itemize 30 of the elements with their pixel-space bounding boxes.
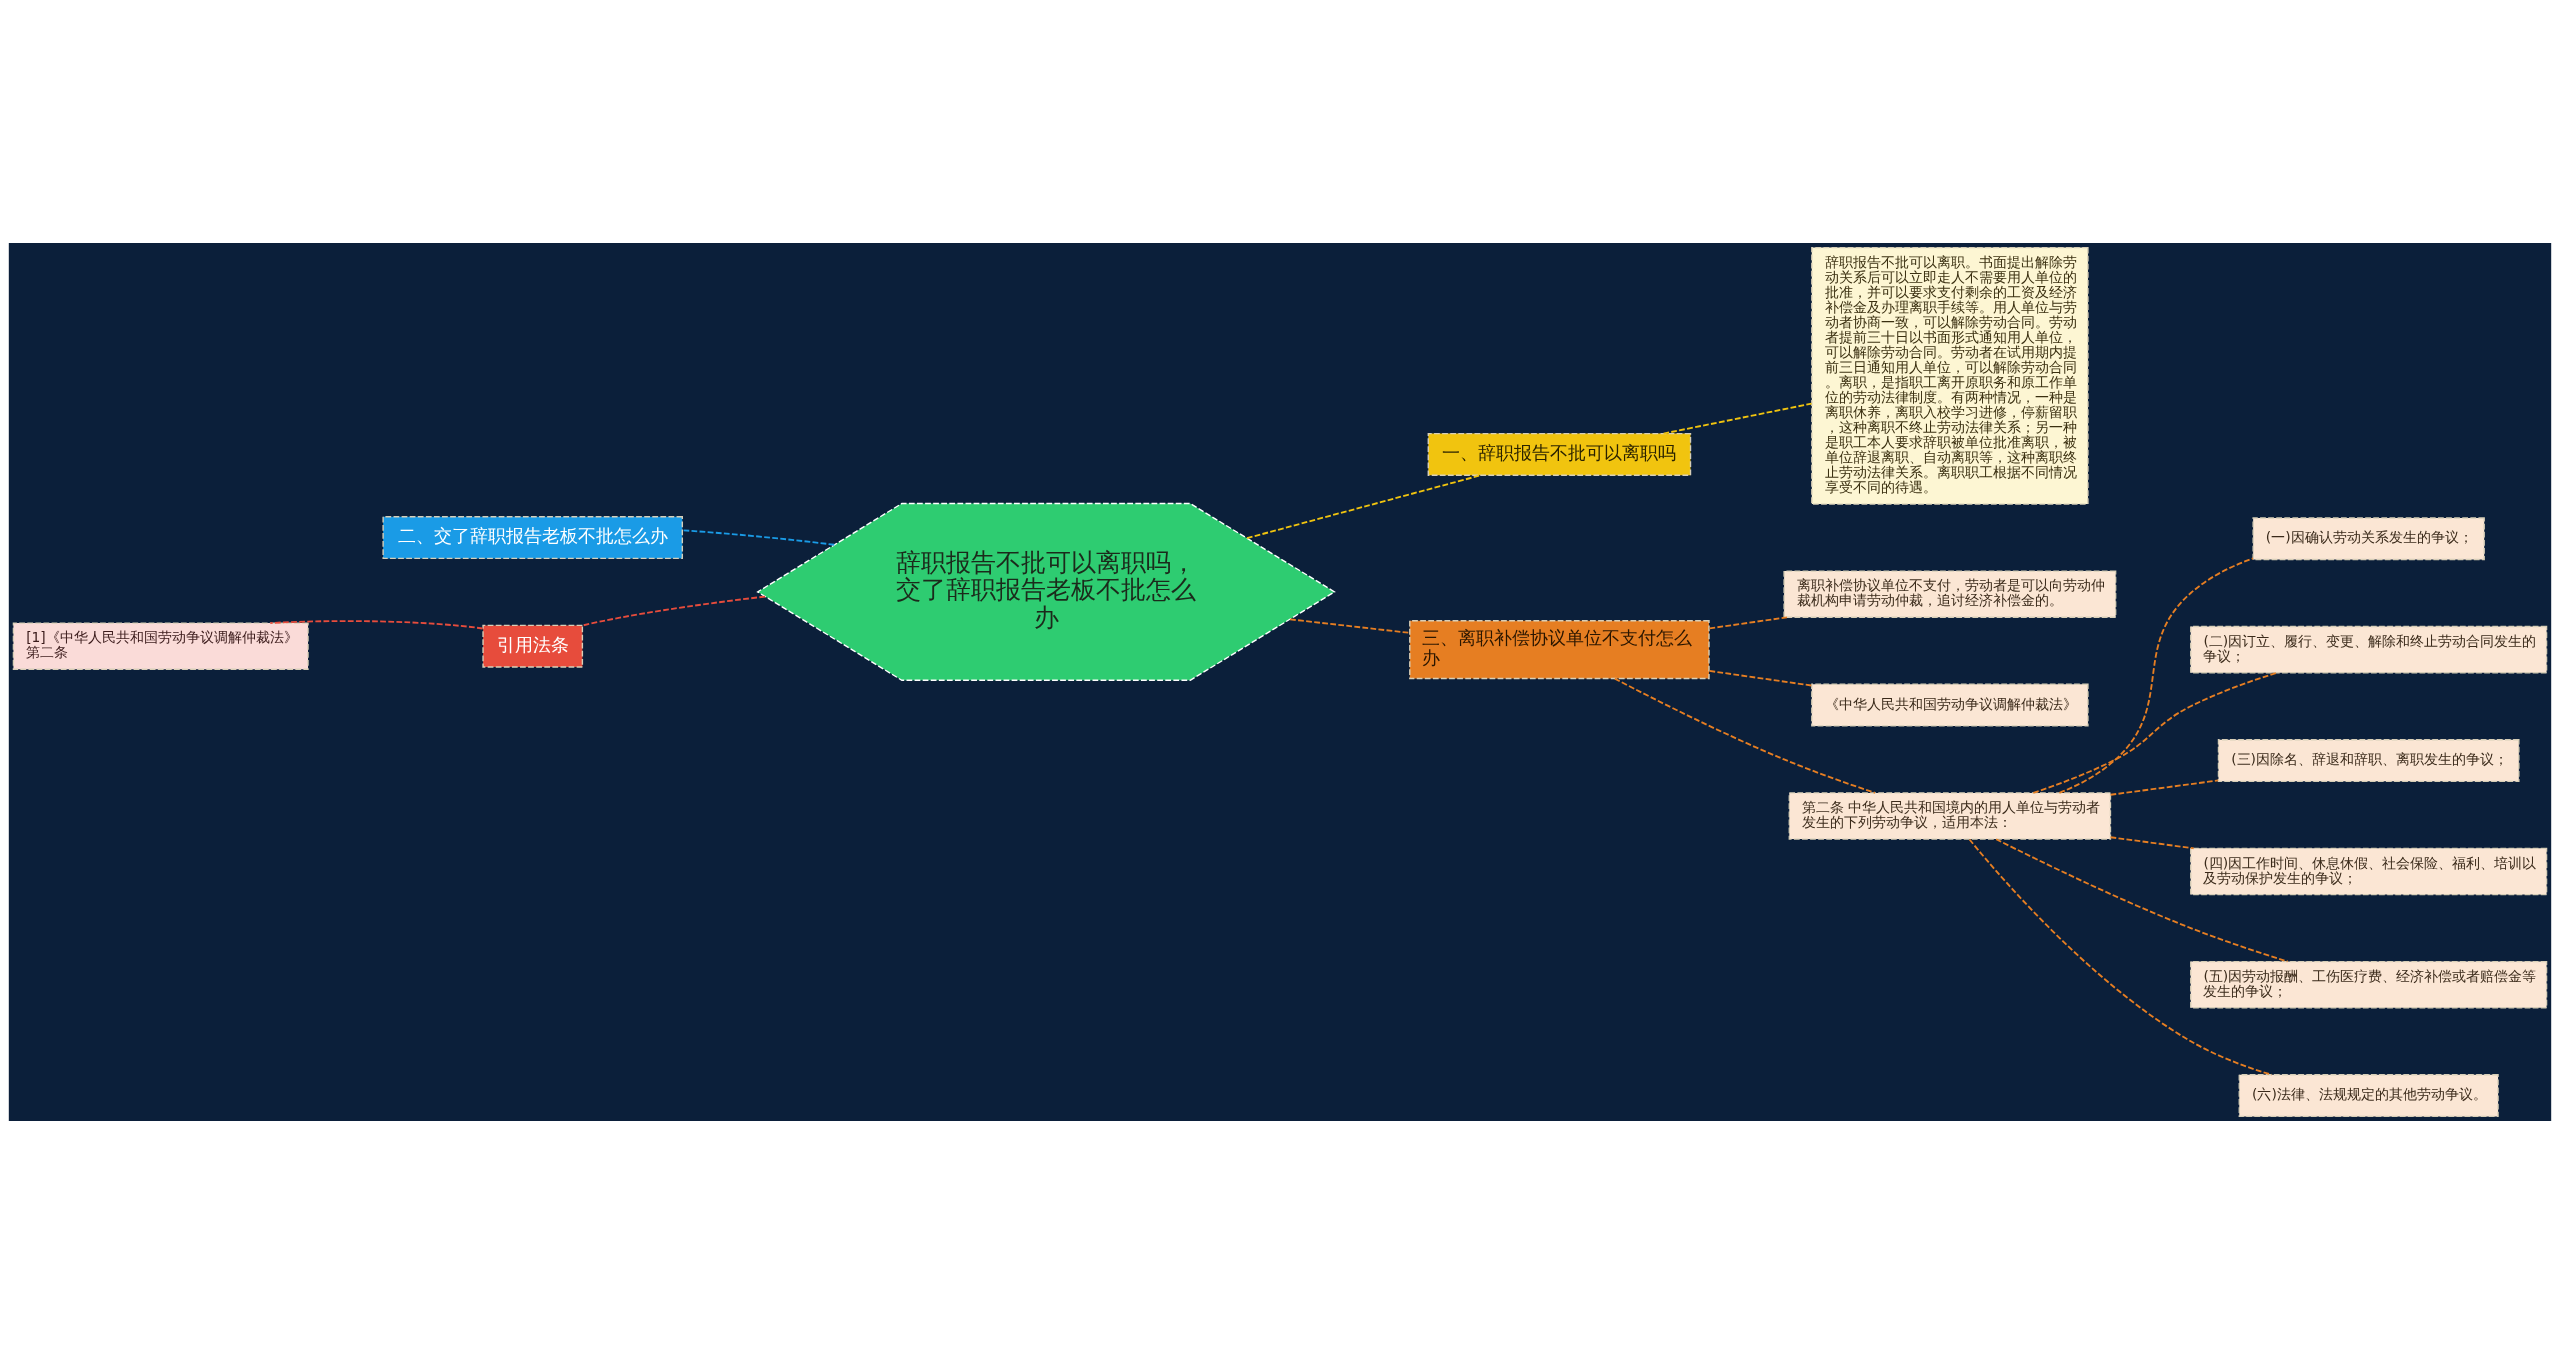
connector <box>1289 618 1411 634</box>
node-box: 《中华人民共和国劳动争议调解仲裁法》 <box>1811 683 2089 727</box>
node-box: (二)因订立、履行、变更、解除和终止劳动合同发生的争议； <box>2190 625 2548 674</box>
node-box: 引用法条 <box>482 624 584 668</box>
connector <box>1246 474 1482 540</box>
node-box: (一)因确认劳动关系发生的争议； <box>2252 517 2485 561</box>
connector <box>1662 402 1813 435</box>
connector <box>2058 557 2254 794</box>
node-box: 三、离职补偿协议单位不支付怎么办 <box>1409 620 1710 680</box>
connector <box>269 620 484 630</box>
connector <box>2109 779 2220 796</box>
connector <box>1708 670 1813 687</box>
connector <box>1995 838 2289 963</box>
node-box: 第二条 中华人民共和国境内的用人单位与劳动者发生的下列劳动争议，适用本法： <box>1788 792 2112 840</box>
node-box: 辞职报告不批可以离职。书面提出解除劳动关系后可以立即走人不需要用人单位的批准，并可以要求支付剩余的工资及经济补偿金及办理离职手续等。用人单位与劳动者协商一致，可以解除劳动合同。劳动者提前三十日以书面形式通知用人单位，可以解除劳动合同。劳动者在试用期内提前三日通知用人单位，可以解除劳动合同。离职，是指职工离开原职务和原工作单位的劳动法律制度。有两种情况，一种是离职休养，离职入校学习进修，停薪留职，这种离职不终止劳动法律关系；另一种是职工本人要求辞职被单位批准离职，被单位辞退离职、自动离职等，这种离职终止劳动法律关系。离职职工根据不同情况享受不同的待遇。 <box>1811 246 2089 505</box>
node-box: (三)因除名、辞退和辞职、离职发生的争议； <box>2217 739 2520 783</box>
connector <box>681 529 836 546</box>
node-box: (五)因劳动报酬、工伤医疗费、经济补偿或者赔偿金等发生的争议； <box>2190 960 2548 1009</box>
connector <box>2032 671 2278 794</box>
connector <box>1708 616 1788 630</box>
node-box: (六)法律、法规规定的其他劳动争议。 <box>2238 1074 2499 1118</box>
connector <box>1968 838 2273 1076</box>
node-box: (四)因工作时间、休息休假、社会保险、福利、培训以及劳动保护发生的争议； <box>2190 847 2548 896</box>
node-box: 二、交了辞职报告老板不批怎么办 <box>382 516 683 560</box>
connector <box>1613 677 1876 794</box>
node-box: 一、辞职报告不批可以离职吗 <box>1427 432 1692 476</box>
node-box: 离职补偿协议单位不支付，劳动者是可以向劳动仲裁机构申请劳动仲裁，追讨经济补偿金的。 <box>1783 570 2117 618</box>
connector <box>581 595 767 627</box>
connector <box>2109 836 2195 850</box>
node-box: [1]《中华人民共和国劳动争议调解仲裁法》第二条 <box>12 622 309 670</box>
